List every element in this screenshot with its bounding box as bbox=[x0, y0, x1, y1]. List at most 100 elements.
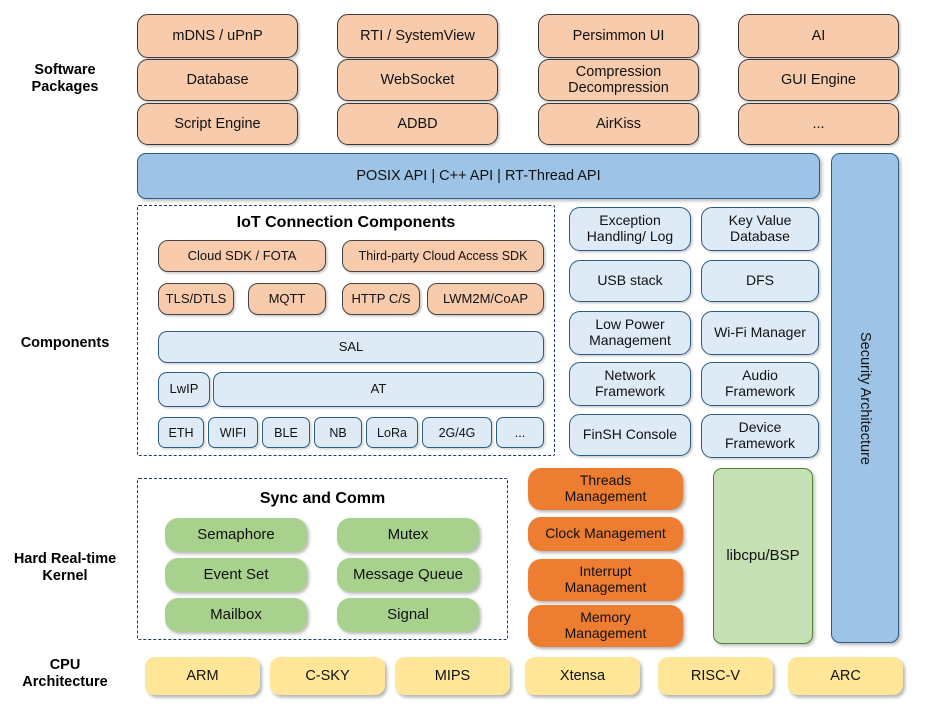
package-ai[interactable]: AI bbox=[738, 14, 899, 58]
kernel-label: Clock Management bbox=[545, 525, 666, 542]
package-label-line2: Decompression bbox=[568, 80, 669, 96]
iot-cloud-sdk-fota[interactable]: Cloud SDK / FOTA bbox=[158, 240, 326, 272]
kernel-mutex[interactable]: Mutex bbox=[337, 518, 479, 552]
iot-link-lora[interactable]: LoRa bbox=[366, 417, 418, 448]
row-label-software-packages-line2: Packages bbox=[31, 79, 99, 95]
component-usb-stack[interactable]: USB stack bbox=[569, 260, 691, 302]
component-key-value-database[interactable]: Key Value Database bbox=[701, 207, 819, 251]
iot-lwip[interactable]: LwIP bbox=[158, 372, 210, 407]
kernel-event-set[interactable]: Event Set bbox=[165, 558, 307, 592]
kernel-mailbox[interactable]: Mailbox bbox=[165, 598, 307, 632]
component-label-line2: Database bbox=[730, 228, 790, 244]
component-label: Wi-Fi Manager bbox=[714, 324, 806, 341]
iot-link-nb[interactable]: NB bbox=[314, 417, 362, 448]
iot-tls-dtls[interactable]: TLS/DTLS bbox=[158, 283, 234, 315]
package-label: ADBD bbox=[397, 115, 438, 132]
iot-link-wifi[interactable]: WIFI bbox=[208, 417, 258, 448]
kernel-semaphore[interactable]: Semaphore bbox=[165, 518, 307, 552]
iot-at[interactable]: AT bbox=[213, 372, 544, 407]
iot-label: LwIP bbox=[169, 381, 199, 397]
kernel-label-line2: Management bbox=[564, 579, 647, 595]
component-low-power-management[interactable]: Low Power Management bbox=[569, 311, 691, 355]
row-label-kernel-line1: Hard Real-time bbox=[13, 551, 117, 567]
kernel-threads-management[interactable]: Threads Management bbox=[528, 468, 683, 510]
cpu-mips[interactable]: MIPS bbox=[395, 657, 510, 695]
package-airkiss[interactable]: AirKiss bbox=[538, 103, 699, 145]
kernel-interrupt-management[interactable]: Interrupt Management bbox=[528, 559, 683, 601]
iot-third-party-cloud-access-sdk[interactable]: Third-party Cloud Access SDK bbox=[342, 240, 544, 272]
security-architecture-column[interactable]: Security Architecture bbox=[831, 153, 899, 643]
kernel-label-line1: Threads bbox=[579, 472, 632, 489]
component-label-line1: Network bbox=[604, 367, 656, 384]
component-exception-handling-log[interactable]: Exception Handling/ Log bbox=[569, 207, 691, 251]
iot-mqtt[interactable]: MQTT bbox=[248, 283, 326, 315]
row-label-kernel: Hard Real-time Kernel bbox=[0, 551, 130, 585]
package-database[interactable]: Database bbox=[137, 59, 298, 101]
kernel-message-queue[interactable]: Message Queue bbox=[337, 558, 479, 592]
iot-label: Cloud SDK / FOTA bbox=[187, 247, 297, 263]
component-label-line1: Low Power bbox=[595, 316, 665, 333]
component-network-framework[interactable]: Network Framework bbox=[569, 362, 691, 406]
iot-label: 2G/4G bbox=[438, 425, 476, 440]
cpu-label: RISC-V bbox=[690, 667, 741, 684]
row-label-cpu: CPU Architecture bbox=[0, 657, 130, 691]
component-dfs[interactable]: DFS bbox=[701, 260, 819, 302]
cpu-label: C-SKY bbox=[305, 667, 350, 684]
iot-link-more[interactable]: ... bbox=[496, 417, 544, 448]
iot-lwm2m-coap[interactable]: LWM2M/CoAP bbox=[427, 283, 544, 315]
row-label-cpu-line1: CPU bbox=[49, 657, 81, 673]
package-more[interactable]: ... bbox=[738, 103, 899, 145]
kernel-label: Message Queue bbox=[352, 565, 464, 583]
cpu-risc-v[interactable]: RISC-V bbox=[658, 657, 773, 695]
package-compression-decompression[interactable]: Compression Decompression bbox=[538, 59, 699, 101]
iot-sal[interactable]: SAL bbox=[158, 331, 544, 363]
cpu-c-sky[interactable]: C-SKY bbox=[270, 657, 385, 695]
component-finsh-console[interactable]: FinSH Console bbox=[569, 414, 691, 456]
kernel-label: Mailbox bbox=[210, 605, 262, 623]
iot-label: TLS/DTLS bbox=[165, 290, 227, 306]
package-script-engine[interactable]: Script Engine bbox=[137, 103, 298, 145]
package-gui-engine[interactable]: GUI Engine bbox=[738, 59, 899, 101]
component-wifi-manager[interactable]: Wi-Fi Manager bbox=[701, 311, 819, 355]
cpu-label: Xtensa bbox=[559, 667, 606, 684]
iot-link-2g-4g[interactable]: 2G/4G bbox=[422, 417, 492, 448]
package-persimmon-ui[interactable]: Persimmon UI bbox=[538, 14, 699, 58]
kernel-signal[interactable]: Signal bbox=[337, 598, 479, 632]
component-audio-framework[interactable]: Audio Framework bbox=[701, 362, 819, 406]
iot-http-cs[interactable]: HTTP C/S bbox=[342, 283, 420, 315]
row-label-software-packages: Software Packages bbox=[0, 62, 130, 96]
component-label-line2: Management bbox=[589, 332, 671, 348]
component-label-line1: Device bbox=[738, 419, 782, 436]
package-label: AI bbox=[811, 27, 826, 44]
kernel-memory-management[interactable]: Memory Management bbox=[528, 605, 683, 647]
package-mdns-upnp[interactable]: mDNS / uPnP bbox=[137, 14, 298, 58]
component-label-line2: Framework bbox=[724, 435, 795, 451]
kernel-label-line2: Management bbox=[564, 625, 647, 641]
package-adbd[interactable]: ADBD bbox=[337, 103, 498, 145]
iot-label: Third-party Cloud Access SDK bbox=[358, 249, 528, 263]
iot-link-ble[interactable]: BLE bbox=[262, 417, 310, 448]
kernel-clock-management[interactable]: Clock Management bbox=[528, 517, 683, 551]
row-label-components: Components bbox=[0, 335, 130, 352]
component-device-framework[interactable]: Device Framework bbox=[701, 414, 819, 458]
cpu-xtensa[interactable]: Xtensa bbox=[525, 657, 640, 695]
package-rti-systemview[interactable]: RTI / SystemView bbox=[337, 14, 498, 58]
libcpu-bsp[interactable]: libcpu/BSP bbox=[713, 468, 813, 644]
row-label-software-packages-line1: Software bbox=[34, 62, 96, 78]
package-websocket[interactable]: WebSocket bbox=[337, 59, 498, 101]
row-label-components-text: Components bbox=[20, 335, 110, 351]
package-label: mDNS / uPnP bbox=[172, 27, 263, 44]
cpu-label: ARM bbox=[186, 667, 219, 684]
iot-label: NB bbox=[329, 425, 347, 440]
row-label-cpu-line2: Architecture bbox=[22, 674, 108, 690]
iot-label: BLE bbox=[274, 425, 298, 440]
cpu-arc[interactable]: ARC bbox=[788, 657, 903, 695]
iot-connection-group bbox=[137, 205, 555, 456]
package-label: RTI / SystemView bbox=[360, 27, 475, 44]
api-bar[interactable]: POSIX API | C++ API | RT-Thread API bbox=[137, 153, 820, 199]
cpu-arm[interactable]: ARM bbox=[145, 657, 260, 695]
package-label-line1: Compression bbox=[575, 63, 662, 80]
component-label-line2: Handling/ Log bbox=[586, 228, 674, 244]
iot-link-eth[interactable]: ETH bbox=[158, 417, 204, 448]
